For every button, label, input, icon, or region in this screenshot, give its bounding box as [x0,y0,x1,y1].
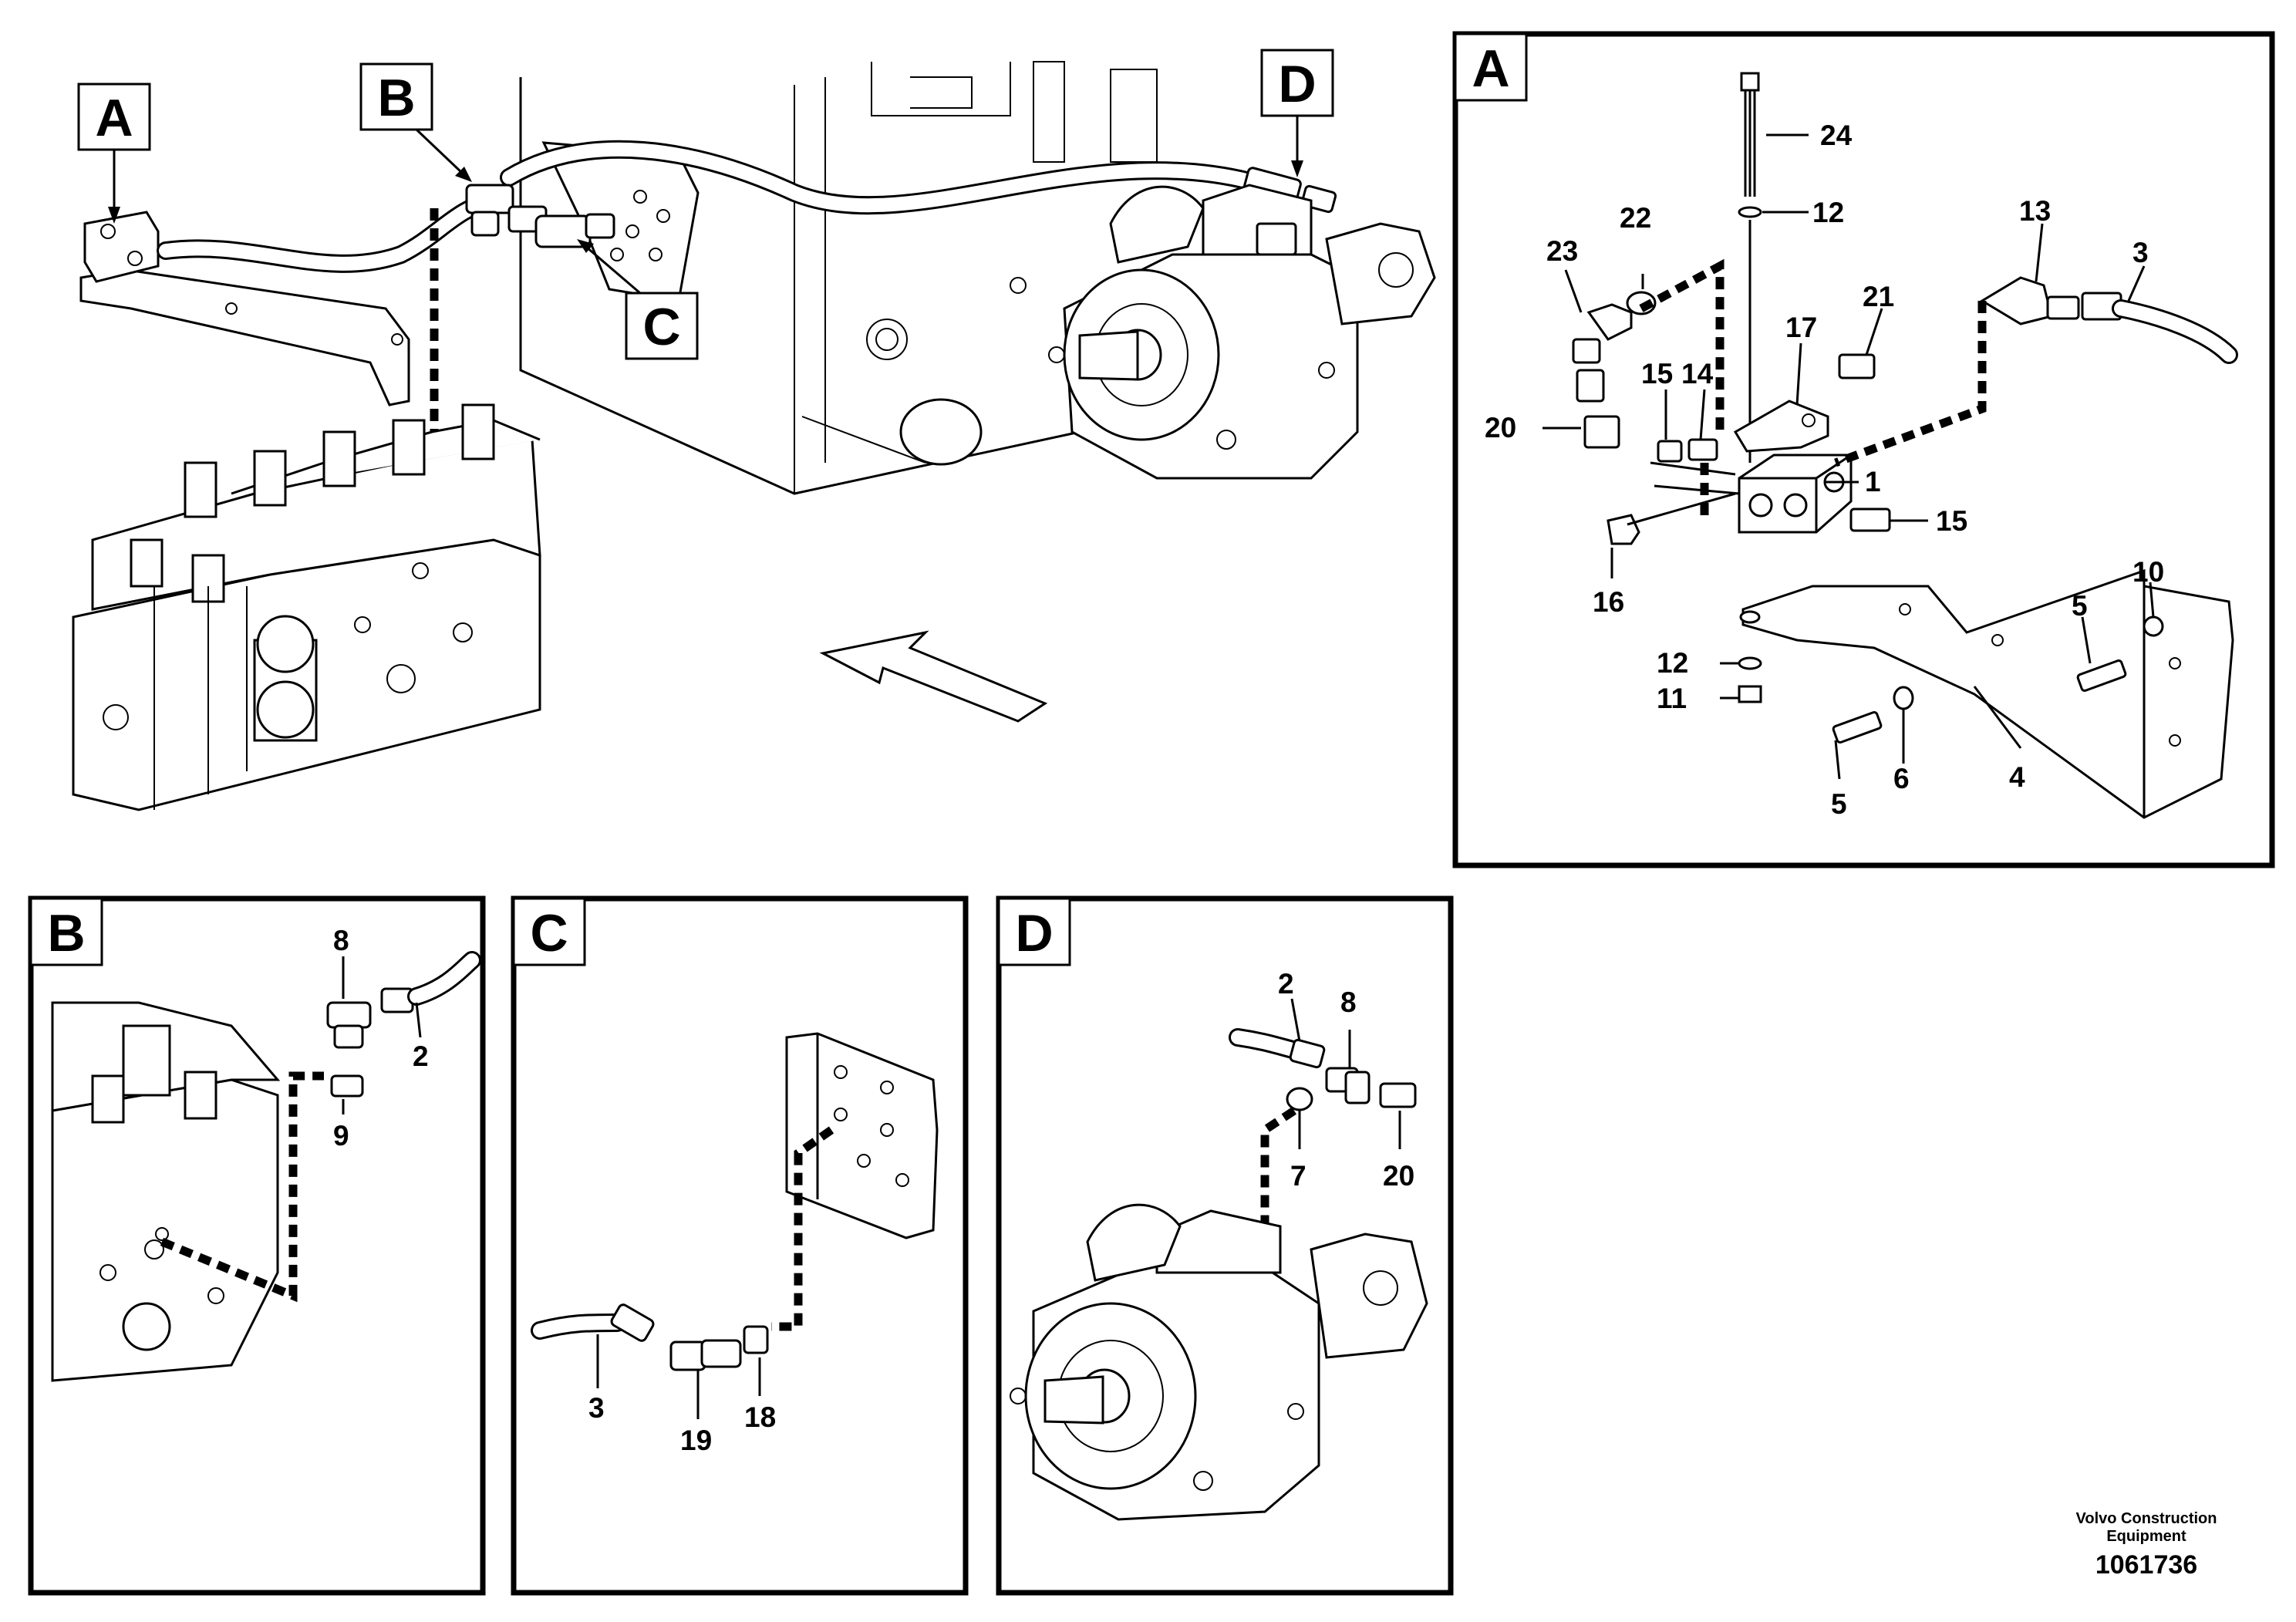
label-a-11: 11 [1657,683,1687,714]
label-a-5-bottom: 5 [1831,788,1847,820]
label-d-2: 2 [1278,968,1294,1000]
panel-a-title: A [1472,39,1509,98]
label-a-10: 10 [2132,556,2164,588]
callout-c-main: C [642,298,680,356]
label-a-5-right: 5 [2072,590,2088,622]
panel-b-title: B [47,904,85,963]
label-a-14: 14 [1681,358,1714,389]
label-b-2: 2 [413,1040,429,1072]
tee-fittings-illustration [465,184,615,248]
brand-line-2: Equipment [2106,1528,2186,1545]
overview-illustration [72,61,1436,811]
detail-panel-b: B 8 2 9 [28,895,486,1596]
detail-panel-c: C 3 19 18 [511,895,969,1596]
pump-illustration [1048,184,1436,480]
detail-panel-d: D 2 8 7 20 [996,895,1454,1596]
label-a-24: 24 [1820,120,1853,151]
label-c-3: 3 [588,1392,605,1424]
hydraulic-tank-illustration [519,61,1158,495]
label-a-15-right: 15 [1936,505,1967,537]
label-a-3: 3 [2132,237,2149,268]
callout-d-main: D [1278,55,1316,113]
panel-d-title: D [1015,904,1053,963]
label-a-6: 6 [1893,763,1910,794]
label-a-23: 23 [1546,235,1578,267]
label-a-13: 13 [2019,195,2051,227]
label-a-12-top: 12 [1812,197,1844,228]
label-a-20: 20 [1485,412,1516,443]
bracket-block-illustration [79,211,410,406]
hose-illustration [157,140,1337,273]
control-valve-illustration [72,403,541,811]
label-b-9: 9 [333,1120,349,1152]
callout-b-main: B [377,69,415,127]
brand-line-1: Volvo Construction [2076,1510,2217,1527]
panel-c-title: C [530,904,568,963]
panel-a-part-numbers: 24 12 22 23 13 3 21 17 15 14 20 1 15 16 … [1485,120,2164,820]
detail-panel-a: A [1452,31,2275,868]
label-c-18: 18 [744,1401,776,1433]
footer: Volvo Construction Equipment 1061736 [2076,1510,2217,1580]
overview-callouts: A B C D [77,49,1334,360]
label-a-1: 1 [1865,466,1881,497]
label-a-12-bottom: 12 [1657,647,1688,679]
label-a-22: 22 [1620,202,1651,234]
direction-arrow-icon [819,630,1048,723]
label-a-4: 4 [2009,761,2025,793]
label-b-8: 8 [333,925,349,956]
drawing-number: 1061736 [2095,1550,2197,1580]
label-c-19: 19 [680,1425,712,1456]
label-d-7: 7 [1290,1160,1306,1192]
label-a-17: 17 [1785,312,1817,343]
label-d-20: 20 [1383,1160,1414,1192]
label-a-15-left: 15 [1641,358,1673,389]
callout-a-main: A [95,89,133,147]
label-d-8: 8 [1340,986,1357,1018]
label-a-21: 21 [1863,281,1894,312]
label-a-16: 16 [1593,586,1624,618]
